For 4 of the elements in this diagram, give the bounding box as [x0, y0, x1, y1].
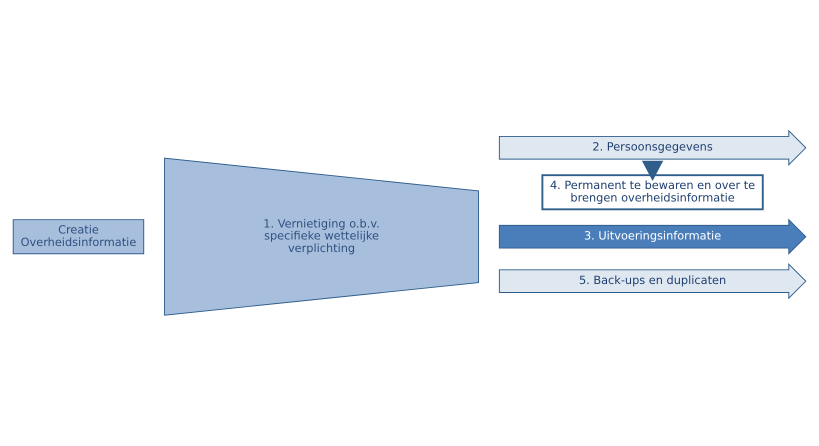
node-box: 4. Permanent te bewaren en over te brengen overheidsinformatie — [541, 174, 764, 210]
node-box: Creatie Overheidsinformatie — [12, 219, 144, 254]
arrow — [642, 160, 664, 181]
node-box: 1. Vernietiging o.b.v. specifieke wettelijke verplichting — [164, 158, 480, 316]
